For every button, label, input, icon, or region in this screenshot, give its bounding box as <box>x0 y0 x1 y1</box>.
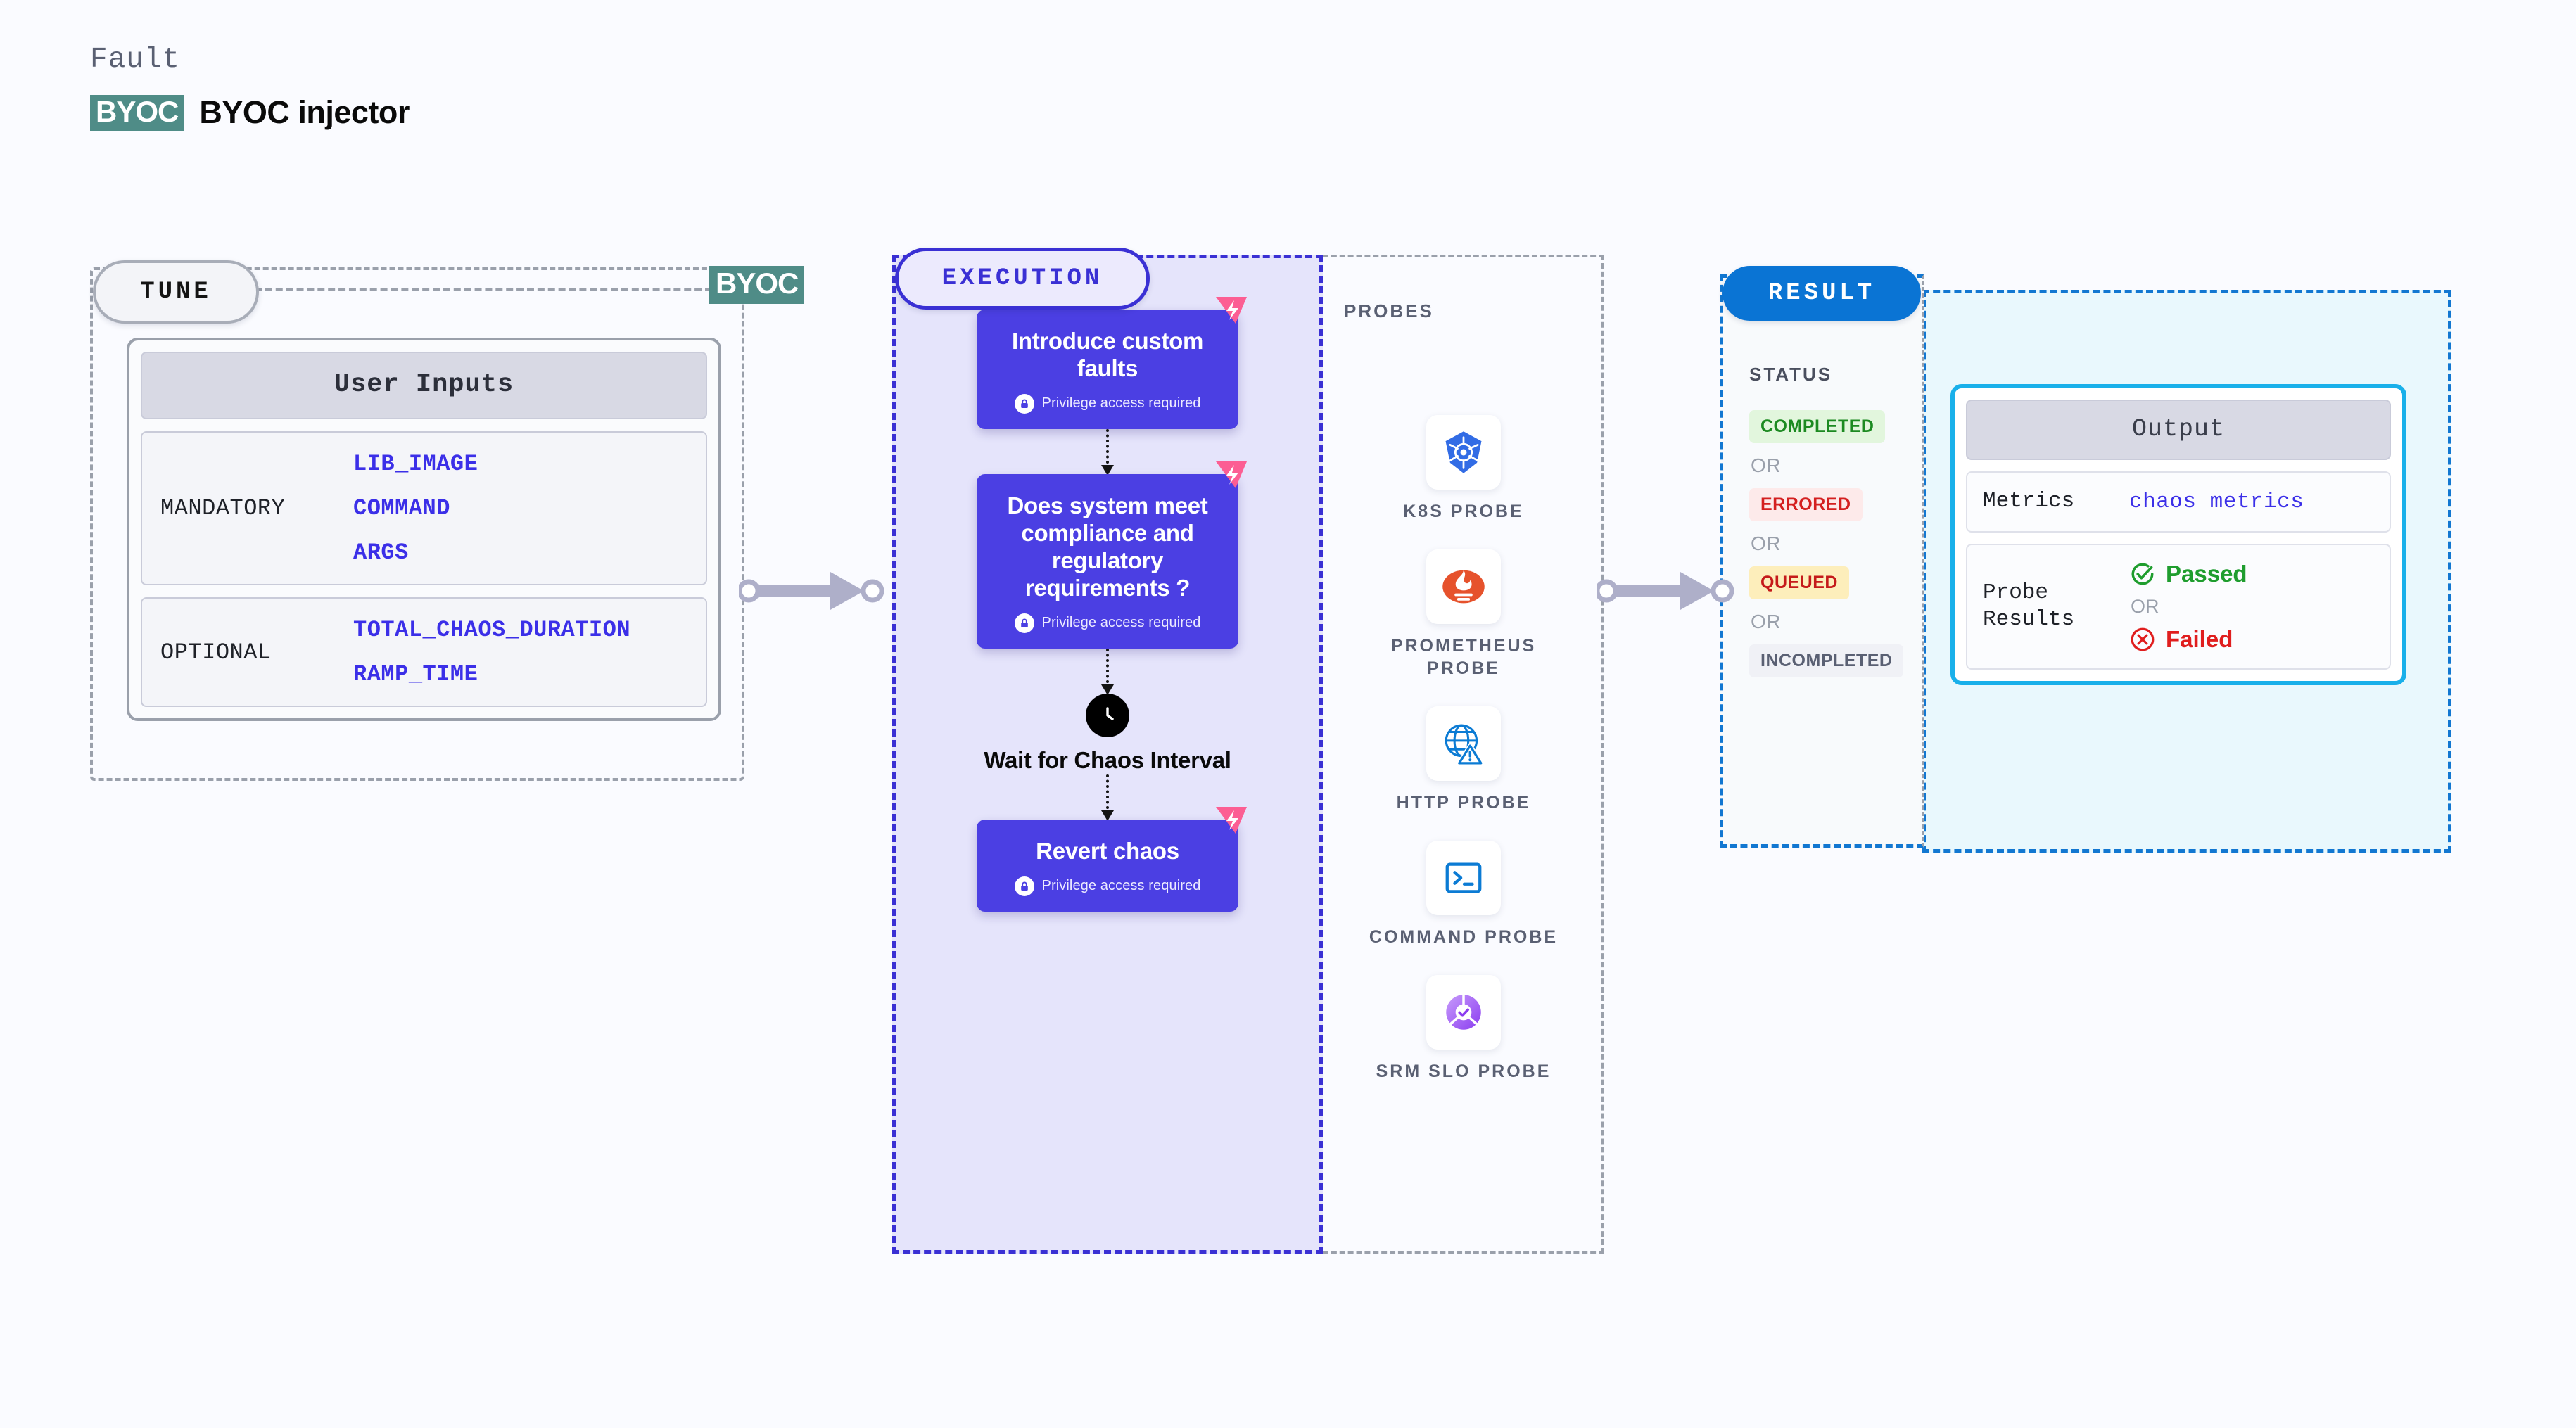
mandatory-var-list: LIB_IMAGE COMMAND ARGS <box>353 451 478 566</box>
probe-label: COMMAND PROBE <box>1369 927 1559 947</box>
privilege-note-text: Privilege access required <box>1041 878 1201 893</box>
exec-node-introduce-custom-faults[interactable]: Introduce custom faults Privilege access… <box>977 297 1247 429</box>
probe-item-k8s[interactable]: K8S PROBE <box>1358 415 1569 523</box>
optional-label: OPTIONAL <box>160 639 272 665</box>
optional-var-list: TOTAL_CHAOS_DURATION RAMP_TIME <box>353 617 630 687</box>
privilege-note-row: Privilege access required <box>989 393 1226 414</box>
page-title-row: BYOC BYOC injector <box>90 94 410 131</box>
tune-byoc-dashed-connector <box>255 288 712 291</box>
optional-inputs-group: OPTIONAL TOTAL_CHAOS_DURATION RAMP_TIME <box>141 597 707 707</box>
probe-label: K8S PROBE <box>1403 502 1524 521</box>
probe-card <box>1426 975 1501 1050</box>
status-badge-completed[interactable]: COMPLETED <box>1749 410 1886 443</box>
status-list: COMPLETED OR ERRORED OR QUEUED OR INCOMP… <box>1749 410 1904 677</box>
status-or-label: OR <box>1751 533 1781 554</box>
exec-connector-1 <box>1101 428 1114 476</box>
byoc-badge: BYOC <box>90 94 184 131</box>
exec-node-revert-chaos[interactable]: Revert chaos Privilege access required <box>977 806 1247 912</box>
page-title: BYOC injector <box>199 94 410 130</box>
status-or-label: OR <box>1751 611 1781 632</box>
probe-result-failed: Failed <box>2129 626 2247 653</box>
probe-results-row: Probe Results Passed OR Failed <box>1966 543 2391 670</box>
metrics-row: Metrics chaos metrics <box>1966 471 2391 533</box>
check-circle-icon <box>2131 563 2154 585</box>
status-badge-incompleted[interactable]: INCOMPLETED <box>1749 644 1904 677</box>
probe-item-srm-slo[interactable]: SRM SLO PROBE <box>1358 975 1569 1083</box>
output-title: Output <box>1966 400 2391 460</box>
byoc-edge-badge: BYOC <box>709 266 805 304</box>
probe-item-command[interactable]: COMMAND PROBE <box>1358 841 1569 948</box>
privilege-note-row: Privilege access required <box>989 876 1226 896</box>
probe-results-values: Passed OR Failed <box>2129 561 2247 653</box>
output-card: Output Metrics chaos metrics Probe Resul… <box>1950 384 2406 685</box>
exec-connector-2 <box>1101 648 1114 695</box>
exec-node-title: Introduce custom faults <box>1011 328 1204 381</box>
tune-panel <box>90 267 744 781</box>
clock-icon <box>1086 693 1129 737</box>
probe-result-passed: Passed <box>2129 561 2247 587</box>
probe-item-prometheus[interactable]: PROMETHEUS PROBE <box>1358 549 1569 680</box>
x-circle-icon <box>2131 627 2155 651</box>
execution-flow: Introduce custom faults Privilege access… <box>892 297 1323 912</box>
probes-title: PROBES <box>1344 300 1434 321</box>
status-badge-queued[interactable]: QUEUED <box>1749 566 1849 599</box>
http-globe-icon <box>1445 724 1484 765</box>
probe-card <box>1426 549 1501 625</box>
exec-node-title: Does system meet compliance and regulato… <box>1007 492 1208 601</box>
connector-tune-to-execution <box>739 572 884 610</box>
exec-connector-3 <box>1101 774 1114 821</box>
lock-icon <box>1014 613 1034 633</box>
connector-execution-to-result <box>1597 572 1734 610</box>
probe-label: SRM SLO PROBE <box>1376 1062 1552 1082</box>
lock-icon <box>1014 876 1034 896</box>
probe-result-or-label: OR <box>2131 595 2159 617</box>
lock-icon <box>1014 393 1034 414</box>
input-var-ramp-time[interactable]: RAMP_TIME <box>353 661 478 687</box>
probe-results-label: Probe Results <box>1983 580 2075 632</box>
status-or-label: OR <box>1751 454 1781 476</box>
chaos-corner-icon <box>1216 806 1247 834</box>
privilege-note-text: Privilege access required <box>1041 615 1201 631</box>
probes-panel <box>1323 255 1604 1254</box>
exec-node-title: Wait for Chaos Interval <box>984 746 1231 773</box>
input-var-args[interactable]: ARGS <box>353 540 409 566</box>
prometheus-icon <box>1442 570 1485 604</box>
passed-label: Passed <box>2166 560 2247 587</box>
exec-node-wait-for-chaos-interval[interactable]: Wait for Chaos Interval <box>984 693 1231 774</box>
metrics-label: Metrics <box>1983 489 2075 514</box>
metrics-value[interactable]: chaos metrics <box>2129 489 2304 514</box>
input-var-command[interactable]: COMMAND <box>353 495 450 521</box>
execution-section-pill[interactable]: EXECUTION <box>895 248 1150 310</box>
probe-card <box>1426 706 1501 781</box>
status-badge-errored[interactable]: ERRORED <box>1749 488 1863 521</box>
input-var-total-chaos-duration[interactable]: TOTAL_CHAOS_DURATION <box>353 617 631 643</box>
status-title: STATUS <box>1749 364 1833 385</box>
input-var-lib-image[interactable]: LIB_IMAGE <box>353 451 478 477</box>
failed-label: Failed <box>2166 625 2233 652</box>
result-section-pill[interactable]: RESULT <box>1722 266 1921 321</box>
page-header: Fault BYOC BYOC injector <box>90 44 410 131</box>
probe-card <box>1426 841 1501 915</box>
tune-section-pill[interactable]: TUNE <box>93 260 259 324</box>
probe-item-http[interactable]: HTTP PROBE <box>1358 706 1569 814</box>
exec-node-compliance-check[interactable]: Does system meet compliance and regulato… <box>977 461 1247 649</box>
kubernetes-icon <box>1445 431 1482 473</box>
probe-label: PROMETHEUS PROBE <box>1390 636 1537 678</box>
chaos-corner-icon <box>1216 297 1247 324</box>
probe-card <box>1426 415 1501 490</box>
result-status-panel <box>1720 274 1924 848</box>
user-inputs-title: User Inputs <box>141 352 707 419</box>
exec-node-title: Revert chaos <box>1036 837 1179 864</box>
srm-slo-icon <box>1446 995 1481 1030</box>
probes-list: K8S PROBE PROMETHEUS PROBE <box>1323 415 1604 1083</box>
terminal-icon <box>1445 862 1482 893</box>
fault-eyebrow-label: Fault <box>90 44 181 76</box>
mandatory-label: MANDATORY <box>160 495 286 521</box>
chaos-corner-icon <box>1216 461 1247 488</box>
probe-label: HTTP PROBE <box>1396 792 1531 812</box>
privilege-note-row: Privilege access required <box>989 613 1226 633</box>
mandatory-inputs-group: MANDATORY LIB_IMAGE COMMAND ARGS <box>141 431 707 585</box>
privilege-note-text: Privilege access required <box>1041 395 1201 412</box>
user-inputs-card: User Inputs MANDATORY LIB_IMAGE COMMAND … <box>127 338 721 721</box>
